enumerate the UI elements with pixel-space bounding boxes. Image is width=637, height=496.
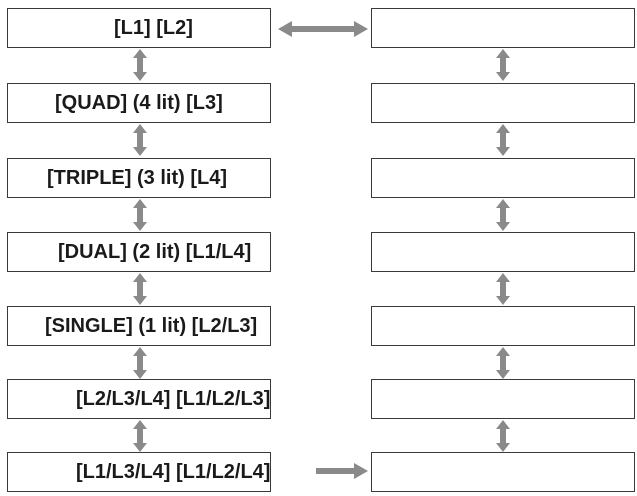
left-vertical-arrow-3 [133, 199, 147, 231]
row-1-label: [L1] [L2] [114, 17, 193, 39]
row-5-label: [SINGLE] (1 lit) [L2/L3] [45, 315, 258, 337]
left-box-7 [7, 452, 271, 492]
left-vertical-arrow-5 [133, 347, 147, 379]
right-vertical-arrow-6 [496, 420, 510, 452]
left-box-6 [7, 379, 271, 419]
left-box-3 [7, 158, 271, 198]
left-box-1 [7, 8, 271, 48]
left-vertical-arrow-4 [133, 273, 147, 305]
right-vertical-arrow-4 [496, 273, 510, 305]
left-vertical-arrow-2 [133, 124, 147, 156]
right-box-1 [371, 8, 635, 48]
left-box-5 [7, 306, 271, 346]
right-box-3 [371, 158, 635, 198]
right-box-2 [371, 83, 635, 123]
row-4-label: [DUAL] (2 lit) [L1/L4] [58, 241, 252, 263]
right-box-6 [371, 379, 635, 419]
right-vertical-arrow-3 [496, 199, 510, 231]
left-box-4 [7, 232, 271, 272]
right-box-4 [371, 232, 635, 272]
right-vertical-arrow-1 [496, 49, 510, 81]
row-2-label: [QUAD] (4 lit) [L3] [55, 92, 223, 114]
right-vertical-arrow-5 [496, 347, 510, 379]
right-box-7 [371, 452, 635, 492]
row-3-label: [TRIPLE] (3 lit) [L4] [47, 167, 227, 189]
top-double-arrow [278, 21, 368, 37]
row-7-label: [L1/L3/L4] [L1/L2/L4] [76, 461, 271, 483]
right-vertical-arrow-2 [496, 124, 510, 156]
left-vertical-arrow-6 [133, 420, 147, 452]
right-box-5 [371, 306, 635, 346]
row-6-label: [L2/L3/L4] [L1/L2/L3] [76, 388, 271, 410]
left-box-2 [7, 83, 271, 123]
bottom-right-arrow [316, 463, 368, 479]
left-vertical-arrow-1 [133, 49, 147, 81]
